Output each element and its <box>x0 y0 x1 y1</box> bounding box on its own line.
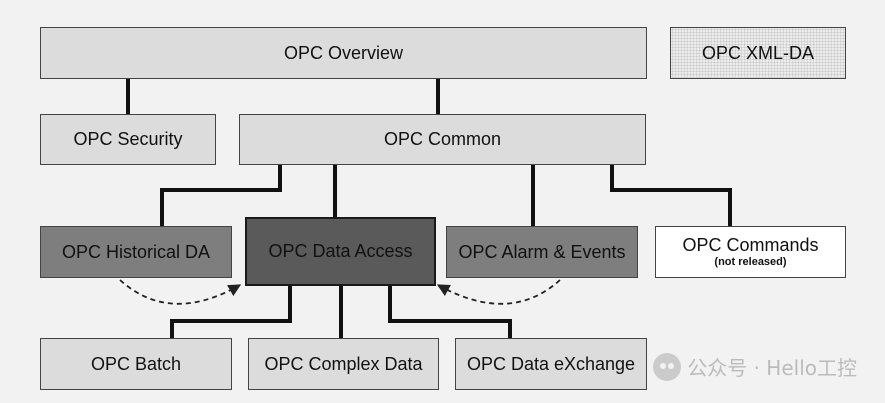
connector-common-commands <box>610 164 732 227</box>
box-opc-common: OPC Common <box>239 114 646 165</box>
box-opc-commands-label: OPC Commands <box>682 234 819 255</box>
box-opc-historical-da: OPC Historical DA <box>40 226 232 278</box>
watermark-text: 公众号 · Hello工控 <box>687 356 857 380</box>
watermark: 公众号 · Hello工控 <box>653 352 857 381</box>
box-opc-overview-label: OPC Overview <box>283 42 404 63</box>
box-opc-common-label: OPC Common <box>383 129 502 150</box>
dashed-arrow-historical-to-dataaccess <box>119 279 242 305</box>
connector-common-historical <box>160 164 282 227</box>
box-opc-data-exchange: OPC Data eXchange <box>455 338 647 390</box>
box-opc-batch-label: OPC Batch <box>90 353 182 374</box>
box-opc-alarm-events: OPC Alarm & Events <box>446 226 638 278</box>
box-opc-commands-note: (not released) <box>714 255 787 268</box>
box-opc-complex-data: OPC Complex Data <box>248 338 439 390</box>
connector-dataaccess-exchange <box>388 286 512 339</box>
box-opc-overview: OPC Overview <box>40 27 647 79</box>
box-opc-data-exchange-label: OPC Data eXchange <box>466 353 636 374</box>
box-opc-security: OPC Security <box>40 114 216 165</box>
box-opc-security-label: OPC Security <box>73 129 183 150</box>
box-opc-xml-da-label: OPC XML-DA <box>701 42 815 63</box>
wechat-logo-icon <box>653 352 682 381</box>
box-opc-historical-da-label: OPC Historical DA <box>61 241 211 262</box>
box-opc-batch: OPC Batch <box>40 338 232 390</box>
box-opc-alarm-events-label: OPC Alarm & Events <box>458 241 626 262</box>
box-opc-data-access-label: OPC Data Access <box>268 241 413 262</box>
box-opc-commands: OPC Commands (not released) <box>655 226 846 278</box>
box-opc-complex-data-label: OPC Complex Data <box>264 353 423 374</box>
dashed-arrow-alarm-to-dataaccess <box>436 279 561 305</box>
box-opc-xml-da: OPC XML-DA <box>670 27 846 79</box>
box-opc-data-access: OPC Data Access <box>245 217 436 286</box>
connector-dataaccess-batch <box>170 286 292 339</box>
